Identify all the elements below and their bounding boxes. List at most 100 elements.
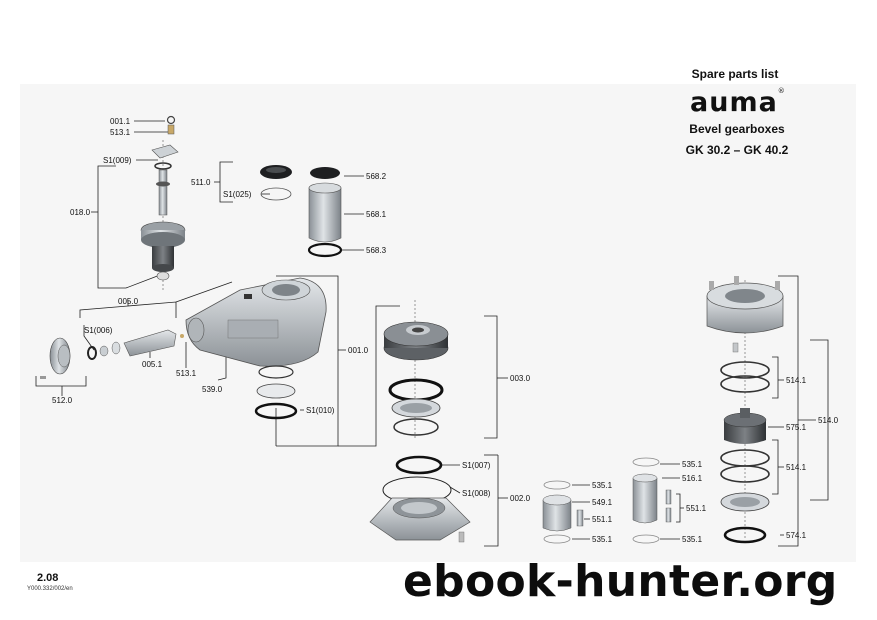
- watermark: ebook-hunter.org: [403, 556, 838, 607]
- cover-cap-highlight: [266, 167, 286, 173]
- label-568-3: 568.3: [366, 246, 387, 255]
- label-s1-006: S1(006): [84, 326, 113, 335]
- label-568-1: 568.1: [366, 210, 387, 219]
- coupling-parts-549: [542, 457, 672, 544]
- sleeve-568-1: [308, 187, 342, 243]
- label-001-1: 001.1: [110, 117, 131, 126]
- housing-seals: [254, 365, 298, 420]
- base-flange-bore-inner: [401, 502, 437, 514]
- thrust-ring-upper: [388, 378, 444, 402]
- document-title: Spare parts list: [691, 67, 779, 81]
- spacer-ring: [99, 345, 109, 357]
- label-513-1-mid: 513.1: [176, 369, 197, 378]
- thrust-base-bore: [725, 289, 765, 303]
- label-535-1-a: 535.1: [592, 481, 613, 490]
- label-513-1-top: 513.1: [110, 128, 131, 137]
- bevel-wheel-group-003: [383, 321, 449, 436]
- bearing-race-inner: [400, 403, 432, 413]
- label-002-0: 002.0: [510, 494, 531, 503]
- key-551-1-b: [665, 489, 672, 505]
- bearing-514-1-b-bottom: [720, 465, 770, 483]
- cover-plate: [151, 144, 179, 159]
- key-551-1-a: [576, 509, 584, 527]
- gear-housing-001-0: [185, 277, 327, 367]
- base-flange-group-002: [369, 455, 471, 543]
- housing-slot: [244, 294, 252, 299]
- label-516-1: 516.1: [682, 474, 703, 483]
- bearing-washer: [156, 271, 170, 281]
- bearing-514-1-a-bottom: [720, 375, 770, 393]
- label-005-0: 005.0: [118, 297, 139, 306]
- label-s1-010: S1(010): [306, 406, 335, 415]
- bearing-514-1-a-top: [720, 361, 770, 379]
- label-514-0: 514.0: [818, 416, 839, 425]
- input-flange-assembly-512: [40, 329, 184, 379]
- label-005-1: 005.1: [142, 360, 163, 369]
- housing-input-flange: [187, 317, 205, 343]
- label-551-1-b: 551.1: [686, 504, 707, 513]
- grease-nipple-001-1: [166, 115, 176, 125]
- label-514-1-b: 514.1: [786, 463, 807, 472]
- bearing-ring: [111, 341, 121, 355]
- key-551-1-c: [665, 507, 672, 523]
- label-003-0: 003.0: [510, 374, 531, 383]
- thrust-base-stud-2: [775, 281, 780, 290]
- base-flange-screw: [458, 531, 465, 543]
- seal-ring-539: [258, 365, 294, 379]
- label-535-1-d: 535.1: [682, 535, 703, 544]
- label-s1-008: S1(008): [462, 489, 491, 498]
- label-574-1: 574.1: [786, 531, 807, 540]
- page-number: 2.08: [37, 572, 59, 584]
- seal-574-1: [723, 526, 767, 544]
- label-s1-007: S1(007): [462, 461, 491, 470]
- housing-side-pad: [227, 319, 279, 339]
- label-551-1-a: 551.1: [592, 515, 613, 524]
- snap-ring: [156, 181, 170, 187]
- label-s1-009: S1(009): [103, 156, 132, 165]
- label-568-2: 568.2: [366, 172, 387, 181]
- o-ring-s1-007: [395, 455, 443, 475]
- coupling-top: [542, 494, 572, 506]
- flange-bore: [57, 344, 71, 368]
- washer-535-1-b: [543, 534, 571, 544]
- input-shaft: [158, 169, 168, 216]
- label-001-0: 001.0: [348, 346, 369, 355]
- input-shaft-005-1: [123, 329, 177, 357]
- product-family: Bevel gearboxes: [689, 122, 785, 136]
- shaft-assembly-018: [140, 115, 186, 281]
- logo-text: auma: [690, 87, 778, 118]
- leader-lines: [35, 120, 829, 547]
- washer-ring: [256, 383, 296, 399]
- label-512-0: 512.0: [52, 396, 73, 405]
- o-ring-s1-010: [254, 402, 298, 420]
- cover-group-511: [260, 165, 343, 258]
- o-ring-s1-025: [260, 187, 292, 201]
- label-s1-025: S1(025): [223, 190, 252, 199]
- flange-screw: [40, 376, 46, 379]
- thrust-base-assembly-514: [706, 276, 784, 544]
- part-labels: 001.1 513.1 S1(009) 018.0 005.0 S1(006) …: [52, 117, 839, 544]
- coupling-516-top: [632, 473, 658, 483]
- label-535-1-c: 535.1: [682, 460, 703, 469]
- screw-513-1: [167, 124, 175, 135]
- cap-568-2: [310, 167, 340, 179]
- thrust-ring-lower: [393, 418, 439, 436]
- label-018-0: 018.0: [70, 208, 91, 217]
- spur-gear-end: [152, 264, 174, 272]
- ring-568-3: [307, 242, 343, 258]
- label-539-0: 539.0: [202, 385, 223, 394]
- bevel-wheel-bore: [412, 327, 424, 333]
- coupling-549-1: [542, 499, 572, 532]
- screw-513-1-mid: [180, 334, 184, 338]
- auma-logo: auma®: [690, 87, 786, 118]
- sleeve-top: [308, 182, 342, 194]
- bevel-pinion-bottom: [141, 232, 185, 248]
- label-511-0: 511.0: [191, 178, 211, 187]
- label-549-1: 549.1: [592, 498, 613, 507]
- label-514-1-a: 514.1: [786, 376, 807, 385]
- thrust-base-stud-3: [734, 276, 739, 285]
- label-535-1-b: 535.1: [592, 535, 613, 544]
- bearing-race-514-inner: [730, 497, 760, 507]
- coupling-516-1: [632, 477, 658, 524]
